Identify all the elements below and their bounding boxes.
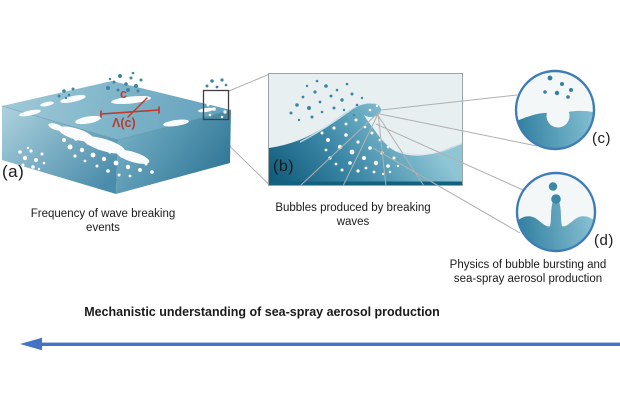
bubble-at-surface-inset [514,69,596,151]
panel-b-label: (b) [273,158,295,175]
left-arrow [20,337,620,351]
ocean-block-right-face [116,110,231,194]
wave-speed-label: c [120,87,127,101]
inset-d-water-jet [517,197,595,251]
inset-d-caption: Physics of bubble bursting and sea-spray… [449,259,607,286]
ocean-block-left-face [2,106,118,194]
jet-tip-droplet [551,194,561,204]
magnification-lines [299,94,538,234]
breaking-wave-water [269,103,462,185]
panel-a-label: (a) [2,162,25,181]
zoom-box-outline [202,89,230,121]
inset-c-label: (c) [592,130,611,147]
panel-b-bottom-strip [269,181,462,185]
foam-bubble-dots [18,102,227,178]
bubble-bursting-inset [515,171,597,253]
inset-c-border [514,69,596,151]
breaking-wave-panel [268,73,463,186]
whitecap-streaks [19,95,225,164]
wave-speed-annotation [100,97,160,118]
lambda-c-label: Λ(c) [112,116,136,130]
surface-bubble-dome [546,104,570,128]
ocean-block [1,71,232,194]
panel-a-caption: Frequency of wave breaking events [30,208,176,235]
inset-d-border [515,171,597,253]
wave-crest-highlight [299,102,375,143]
inset-c-aerosol-dots [543,75,573,99]
ejected-droplet [548,182,558,191]
panel-b-spray-dots [289,79,364,122]
figure-title: Mechanistic understanding of sea-spray a… [84,305,440,319]
panel-b-caption: Bubbles produced by breaking waves [275,202,431,229]
spray-dots [57,71,228,100]
panel-b-bubble-dots [320,104,400,176]
inset-d-label: (d) [594,232,614,249]
